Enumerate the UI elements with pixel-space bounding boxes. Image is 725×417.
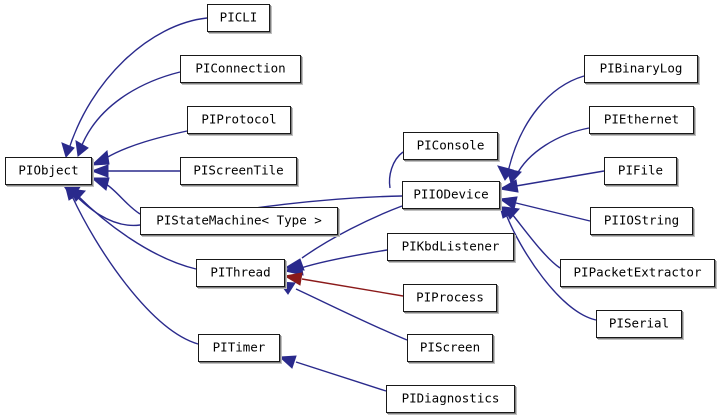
edge-piscreentile-piobject <box>90 164 180 178</box>
class-node-pithread[interactable]: PIThread <box>196 259 285 287</box>
class-node-pitimer[interactable]: PITimer <box>198 334 280 362</box>
class-node-label: PICLI <box>219 9 258 25</box>
class-node-label: PIScreen <box>419 339 481 355</box>
class-node-piprotocol[interactable]: PIProtocol <box>187 106 291 134</box>
class-node-label: PIPacketExtractor <box>573 264 702 280</box>
class-node-label: PIStateMachine< Type > <box>156 212 322 228</box>
class-node-label: PIBinaryLog <box>599 60 683 76</box>
edge-pistatemachine-piobject <box>90 177 141 215</box>
class-node-label: PIProcess <box>416 289 484 305</box>
class-node-label: PIProtocol <box>201 111 277 127</box>
edge-pikbdlistener-pithread <box>283 249 388 276</box>
class-node-piscreentile[interactable]: PIScreenTile <box>180 157 297 185</box>
edge-piconnection-piobject <box>75 71 181 157</box>
class-node-piscreen[interactable]: PIScreen <box>407 334 493 362</box>
edge-pidiagnostics-pitimer <box>278 355 387 392</box>
class-node-pistatemachine[interactable]: PIStateMachine< Type > <box>140 207 338 235</box>
class-node-piserial[interactable]: PISerial <box>596 310 682 338</box>
edge-pibinarylog-piiodevice <box>497 75 585 181</box>
class-node-piobject[interactable]: PIObject <box>5 157 92 185</box>
edge-piethernet-piiodevice <box>506 127 590 185</box>
edge-piprocess-pithread <box>283 272 404 297</box>
class-node-label: PIDiagnostics <box>401 390 500 406</box>
class-node-label: PIConnection <box>195 60 286 76</box>
class-node-label: PIEthernet <box>603 111 680 127</box>
class-node-label: PIIOString <box>603 212 680 228</box>
edge-picli-piobject <box>61 17 208 159</box>
class-node-label: PIConsole <box>416 137 485 153</box>
edge-piprotocol-piobject <box>90 130 188 166</box>
edge-piscreen-pithread <box>277 281 408 341</box>
class-node-pikbdlistener[interactable]: PIKbdListener <box>387 233 514 261</box>
class-node-piconnection[interactable]: PIConnection <box>180 55 301 83</box>
edge-piconsole-piiodevice <box>388 151 404 189</box>
class-node-label: PIKbdListener <box>401 238 500 254</box>
edge-piiostring-piiodevice <box>498 196 591 222</box>
class-node-piconsole[interactable]: PIConsole <box>403 132 498 160</box>
class-node-pifile[interactable]: PIFile <box>604 157 677 185</box>
class-node-label: PISerial <box>608 315 670 331</box>
edge-pifile-piiodevice <box>498 170 605 193</box>
class-node-label: PIScreenTile <box>193 162 284 178</box>
class-node-label: PIObject <box>18 162 79 178</box>
class-node-piiostring[interactable]: PIIOString <box>590 207 693 235</box>
class-node-piiodevice[interactable]: PIIODevice <box>402 181 500 209</box>
class-node-label: PITimer <box>212 339 266 355</box>
class-node-label: PIThread <box>210 264 271 280</box>
class-node-label: PIFile <box>617 162 664 178</box>
class-node-pidiagnostics[interactable]: PIDiagnostics <box>386 385 515 413</box>
class-node-label: PIIODevice <box>413 186 489 202</box>
class-node-pibinarylog[interactable]: PIBinaryLog <box>584 55 698 83</box>
class-node-piprocess[interactable]: PIProcess <box>403 284 497 312</box>
class-node-piethernet[interactable]: PIEthernet <box>589 106 694 134</box>
class-node-picli[interactable]: PICLI <box>207 4 270 32</box>
class-node-pipacketextractor[interactable]: PIPacketExtractor <box>560 259 715 287</box>
